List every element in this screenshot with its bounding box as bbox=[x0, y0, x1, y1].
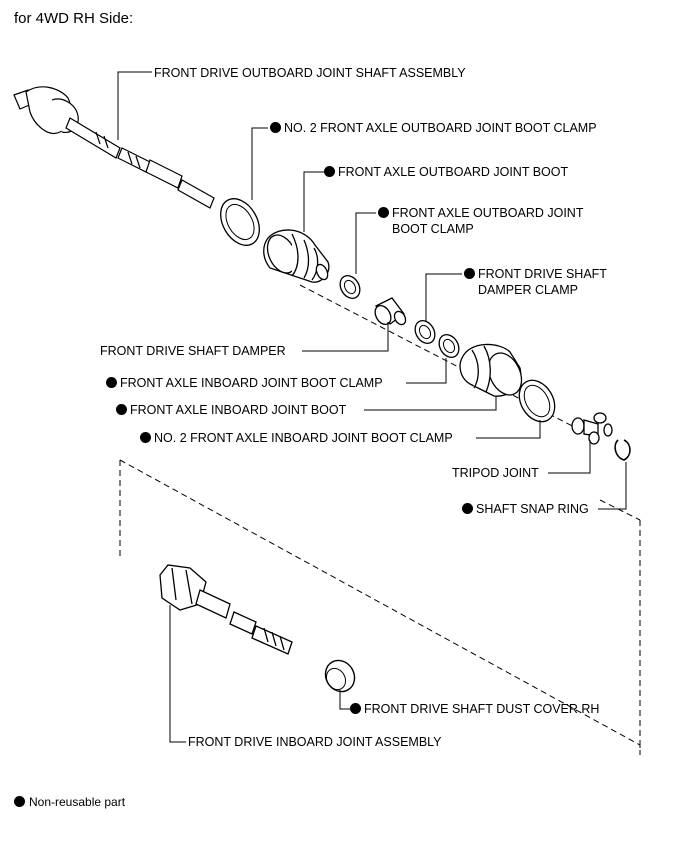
enclosure-dashed-outline bbox=[119, 459, 641, 755]
outboard-boot-part bbox=[263, 229, 330, 283]
non-reusable-dot-icon bbox=[350, 703, 361, 714]
damper-clamp-part bbox=[414, 320, 436, 344]
non-reusable-dot-icon bbox=[14, 796, 25, 807]
outboard-clamp-part bbox=[339, 275, 361, 299]
legend-text: Non-reusable part bbox=[29, 795, 126, 809]
label-inboard-clamp: FRONT AXLE INBOARD JOINT BOOT CLAMP bbox=[106, 375, 383, 391]
non-reusable-dot-icon bbox=[116, 404, 127, 415]
outboard-shaft-part bbox=[13, 86, 215, 209]
no2-inboard-clamp-part bbox=[518, 379, 556, 423]
label-dust-cover: FRONT DRIVE SHAFT DUST COVER RH bbox=[350, 701, 599, 717]
non-reusable-dot-icon bbox=[464, 268, 475, 279]
inboard-clamp-part bbox=[438, 334, 460, 358]
label-tripod: TRIPOD JOINT bbox=[452, 466, 539, 480]
damper-part bbox=[374, 297, 407, 326]
label-outboard-boot: FRONT AXLE OUTBOARD JOINT BOOT bbox=[324, 164, 568, 180]
label-no2-outboard-clamp: NO. 2 FRONT AXLE OUTBOARD JOINT BOOT CLA… bbox=[270, 120, 597, 136]
no2-outboard-clamp-part bbox=[220, 198, 260, 246]
non-reusable-dot-icon bbox=[462, 503, 473, 514]
snap-ring-part bbox=[614, 439, 631, 461]
non-reusable-dot-icon bbox=[106, 377, 117, 388]
legend: Non-reusable part bbox=[14, 795, 125, 809]
label-inboard-joint: FRONT DRIVE INBOARD JOINT ASSEMBLY bbox=[188, 735, 442, 749]
non-reusable-dot-icon bbox=[140, 432, 151, 443]
inboard-boot-part bbox=[459, 343, 523, 397]
page-title: for 4WD RH Side: bbox=[14, 10, 134, 27]
label-inboard-boot: FRONT AXLE INBOARD JOINT BOOT bbox=[116, 402, 346, 418]
label-outboard-shaft: FRONT DRIVE OUTBOARD JOINT SHAFT ASSEMBL… bbox=[154, 66, 466, 80]
non-reusable-dot-icon bbox=[378, 207, 389, 218]
non-reusable-dot-icon bbox=[324, 166, 335, 177]
inboard-joint-part bbox=[159, 564, 293, 655]
tripod-joint-part bbox=[571, 412, 613, 445]
label-snap-ring: SHAFT SNAP RING bbox=[462, 501, 589, 517]
leader-lines bbox=[117, 71, 627, 743]
non-reusable-dot-icon bbox=[270, 122, 281, 133]
label-damper: FRONT DRIVE SHAFT DAMPER bbox=[100, 344, 286, 358]
label-no2-inboard-clamp: NO. 2 FRONT AXLE INBOARD JOINT BOOT CLAM… bbox=[140, 430, 453, 446]
